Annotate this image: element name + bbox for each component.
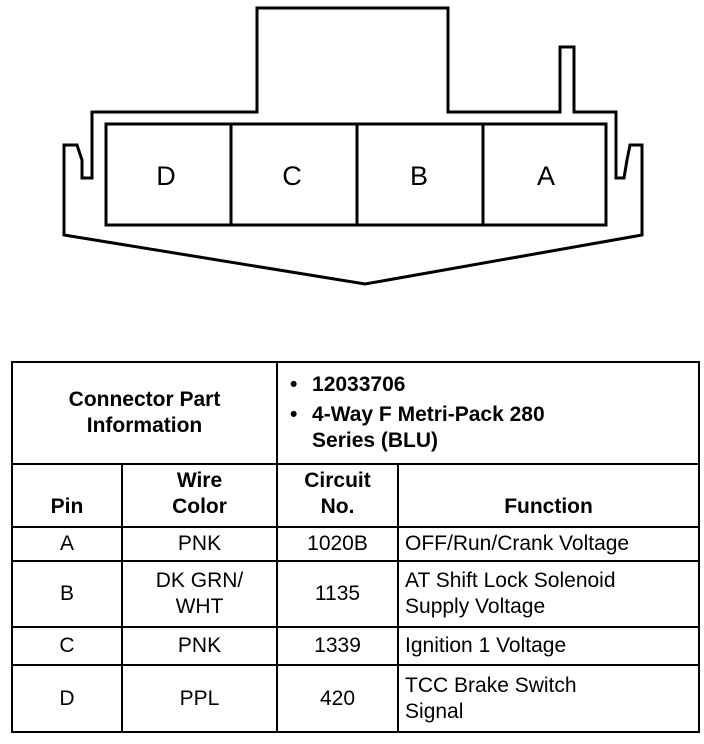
connector-diagram: D C B A [62, 6, 644, 286]
pin-label-b: B [410, 161, 428, 191]
table-row: C PNK 1339 Ignition 1 Voltage [11, 626, 701, 666]
wire-color-cell: DK GRN/ WHT [120, 560, 279, 628]
function-cell: AT Shift Lock Solenoid Supply Voltage [397, 560, 701, 628]
table-row: D PPL 420 TCC Brake Switch Signal [11, 664, 701, 733]
pin-label-a: A [537, 161, 555, 191]
function-cell: Ignition 1 Voltage [397, 626, 701, 666]
pin-label-c: C [282, 161, 302, 191]
circuit-cell: 1135 [276, 560, 400, 628]
connector-info-table: Connector Part Information 12033706 4-Wa… [10, 361, 701, 733]
function-text: AT Shift Lock Solenoid Supply Voltage [405, 569, 616, 618]
col-header-circuit-text: Circuit No. [304, 469, 371, 518]
table-row: B DK GRN/ WHT 1135 AT Shift Lock Solenoi… [11, 560, 701, 628]
connector-housing-outline [62, 6, 644, 286]
col-header-pin: Pin [11, 463, 123, 528]
part-info-row: Connector Part Information 12033706 4-Wa… [10, 361, 701, 465]
wire-color-cell: PPL [120, 664, 279, 733]
pin-cell: D [11, 664, 123, 733]
part-number-list: 12033706 4-Way F Metri-Pack 280 Series (… [284, 372, 692, 454]
wire-color-cell: PNK [120, 626, 279, 666]
col-header-wire-color: Wire Color [120, 463, 279, 528]
pin-cell: C [11, 626, 123, 666]
circuit-cell: 1339 [276, 626, 400, 666]
pin-label-d: D [156, 161, 176, 191]
part-number-item: 4-Way F Metri-Pack 280 Series (BLU) [284, 402, 552, 454]
part-info-label: Connector Part Information [10, 361, 279, 465]
part-numbers-cell: 12033706 4-Way F Metri-Pack 280 Series (… [276, 361, 701, 465]
circuit-cell: 420 [276, 664, 400, 733]
col-header-circuit: Circuit No. [276, 463, 400, 528]
wire-color-cell: PNK [120, 526, 279, 562]
column-header-row: Pin Wire Color Circuit No. Function [11, 463, 701, 528]
function-cell: OFF/Run/Crank Voltage [397, 526, 701, 562]
col-header-wire-color-text: Wire Color [172, 469, 227, 518]
circuit-cell: 1020B [276, 526, 400, 562]
col-header-function: Function [397, 463, 701, 528]
pin-cell: A [11, 526, 123, 562]
part-number-item: 12033706 [284, 372, 692, 398]
function-text: TCC Brake Switch Signal [405, 673, 577, 723]
function-cell: TCC Brake Switch Signal [397, 664, 701, 733]
pin-cell: B [11, 560, 123, 628]
table-row: A PNK 1020B OFF/Run/Crank Voltage [11, 526, 701, 562]
wire-color-text: DK GRN/ WHT [155, 569, 244, 618]
